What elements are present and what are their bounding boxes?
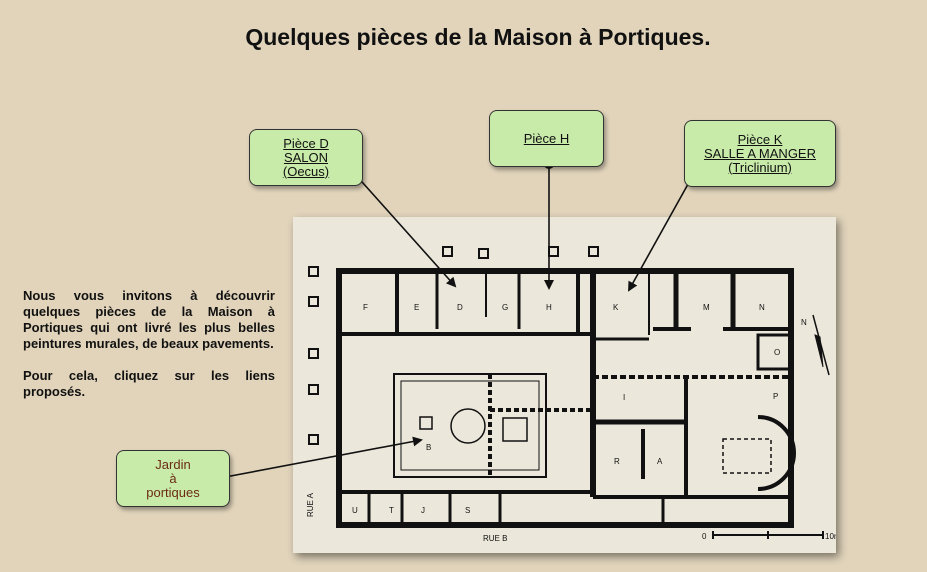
- callout-jardin[interactable]: Jardin à portiques: [116, 450, 230, 507]
- scale-start-label: 0: [702, 532, 707, 541]
- room-label-u: U: [352, 506, 358, 515]
- room-label-t: T: [389, 506, 394, 515]
- callout-piece-h-line1: Pièce H: [523, 130, 570, 146]
- room-label-m: M: [703, 303, 710, 312]
- link-piece-h[interactable]: Pièce H: [523, 130, 570, 146]
- room-label-r: R: [614, 457, 620, 466]
- callout-piece-k-line1: Pièce K: [737, 131, 783, 147]
- north-label: N: [801, 318, 807, 327]
- room-label-k: K: [613, 303, 619, 312]
- room-label-h: H: [546, 303, 552, 312]
- callout-piece-d-line1: Pièce D: [283, 135, 329, 151]
- instruction-paragraph: Pour cela, cliquez sur les liens proposé…: [23, 368, 275, 399]
- callout-piece-k[interactable]: Pièce K SALLE A MANGER (Triclinium): [684, 120, 836, 187]
- page-title: Quelques pièces de la Maison à Portiques…: [245, 24, 711, 50]
- callout-piece-h[interactable]: Pièce H: [489, 110, 604, 167]
- intro-text: Nous vous invitons à découvrir quelques …: [23, 288, 275, 416]
- callout-piece-k-line3: (Triclinium): [728, 159, 792, 175]
- street-label-left: RUE A: [306, 492, 315, 517]
- room-label-i: I: [623, 393, 625, 402]
- room-label-d: D: [457, 303, 463, 312]
- callout-piece-d[interactable]: Pièce D SALON (Oecus): [249, 129, 363, 186]
- room-label-o: O: [774, 348, 780, 357]
- floor-plan-image: F E D G H K M N O P I B R A U T J S RUE …: [293, 217, 841, 553]
- room-label-n: N: [759, 303, 765, 312]
- room-label-e: E: [414, 303, 419, 312]
- room-label-j: J: [421, 506, 425, 515]
- scale-end-label: 10m: [825, 532, 836, 541]
- callout-piece-d-line3: (Oecus): [282, 163, 330, 179]
- callout-piece-d-line2: SALON: [283, 149, 329, 165]
- callout-jardin-line2: à: [169, 470, 177, 486]
- room-label-f: F: [363, 303, 368, 312]
- room-label-g: G: [502, 303, 508, 312]
- room-label-a: A: [657, 457, 663, 466]
- link-jardin[interactable]: Jardin à portiques: [146, 456, 200, 500]
- intro-paragraph: Nous vous invitons à découvrir quelques …: [23, 288, 275, 351]
- callout-jardin-line3: portiques: [146, 484, 200, 500]
- link-piece-d[interactable]: Pièce D SALON (Oecus): [282, 135, 330, 179]
- callout-jardin-line1: Jardin: [155, 456, 191, 472]
- room-label-p: P: [773, 392, 778, 401]
- link-piece-k[interactable]: Pièce K SALLE A MANGER (Triclinium): [704, 131, 816, 175]
- room-label-b: B: [426, 443, 431, 452]
- floor-plan-drawing: F E D G H K M N O P I B R A U T J S RUE …: [306, 246, 841, 543]
- callout-piece-k-line2: SALLE A MANGER: [704, 145, 816, 161]
- street-label-bottom: RUE B: [483, 534, 507, 543]
- room-label-s: S: [465, 506, 470, 515]
